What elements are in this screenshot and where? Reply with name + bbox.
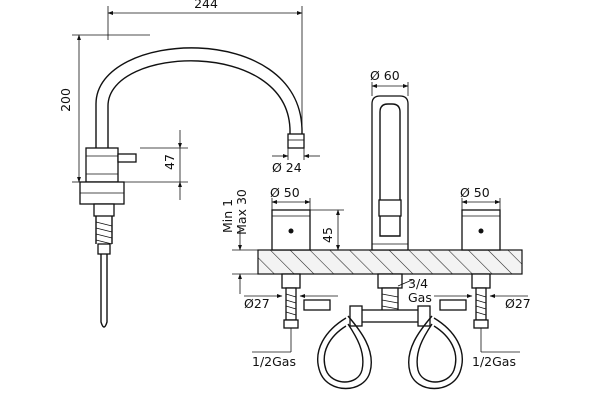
dim-height-label: 200 bbox=[58, 88, 73, 112]
dim-center-conn-top: 3/4 bbox=[408, 276, 428, 291]
dim-center-conn-bottom: Gas bbox=[408, 290, 432, 305]
valve-left-shank bbox=[281, 273, 301, 329]
dim-nut-right-label: Ø27 bbox=[505, 296, 531, 311]
dim-conn-left-label: 1/2Gas bbox=[252, 354, 296, 369]
dim-spout-dia-label: Ø 60 bbox=[370, 68, 400, 83]
dim-conn-right-label: 1/2Gas bbox=[472, 354, 516, 369]
faucet-body bbox=[85, 147, 119, 183]
spout-outlet bbox=[287, 133, 305, 149]
dim-body-label: 47 bbox=[162, 154, 177, 170]
mixing-connector bbox=[359, 309, 421, 323]
valve-right-shank bbox=[471, 273, 491, 329]
spout-arc-outer bbox=[95, 47, 303, 148]
dim-handle-height-label: 45 bbox=[320, 227, 335, 243]
spout-arc-inner bbox=[107, 60, 291, 148]
deck-section bbox=[257, 249, 523, 275]
dim-deck-max-label: Max 30 bbox=[234, 189, 249, 235]
hose-loop-right bbox=[408, 315, 463, 390]
dim-deck-min-label: Min 1 bbox=[220, 199, 235, 233]
hose-loop-left bbox=[317, 315, 372, 390]
dim-nut-left-label: Ø27 bbox=[244, 296, 270, 311]
mount-bolt bbox=[97, 243, 111, 255]
dim-handle-left-label: Ø 50 bbox=[270, 185, 300, 200]
spout-front bbox=[371, 95, 409, 251]
mount-nut bbox=[93, 203, 115, 217]
dim-reach-label: 244 bbox=[194, 0, 218, 11]
dim-outlet-label: Ø 24 bbox=[272, 160, 302, 175]
front-view: Ø 60 Ø 50 Ø 50 45 Min 1 Max 30 bbox=[220, 68, 531, 390]
side-view: 244 200 47 Ø 24 bbox=[58, 0, 320, 328]
dim-handle-right-label: Ø 50 bbox=[460, 185, 490, 200]
supply-hose bbox=[100, 254, 108, 328]
lever-handle bbox=[117, 153, 137, 163]
